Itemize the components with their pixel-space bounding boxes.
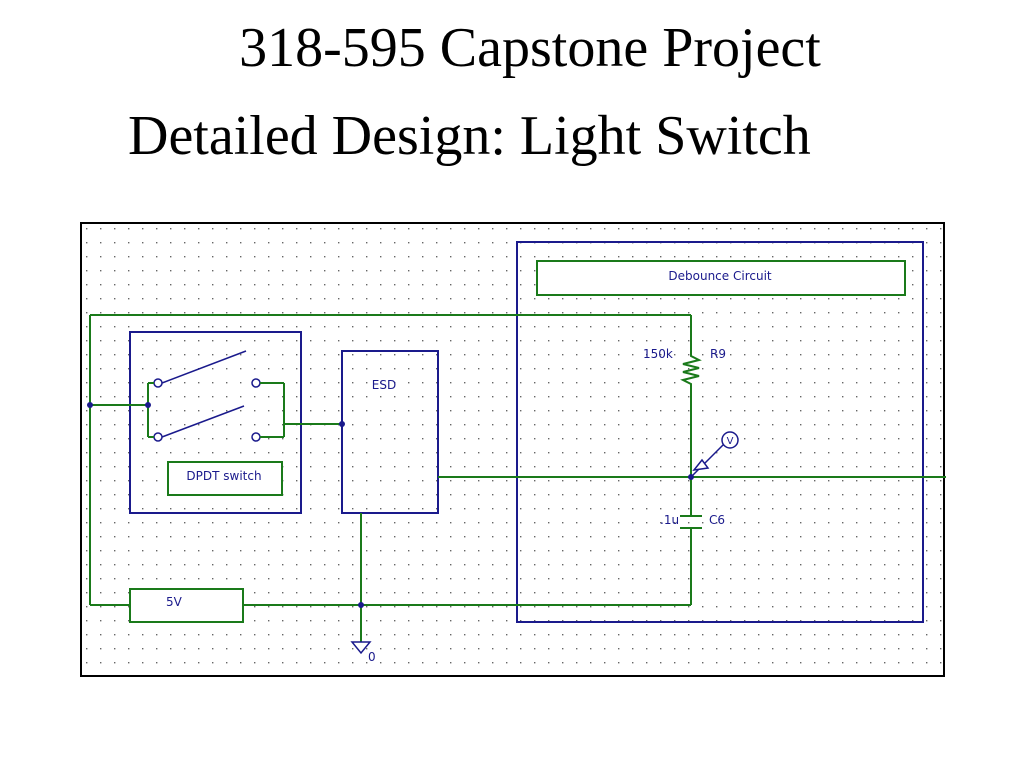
debounce-label: Debounce Circuit xyxy=(668,269,772,283)
capacitor-value: .1u xyxy=(660,513,679,527)
junction-dot xyxy=(145,402,151,408)
junction-dot xyxy=(358,602,364,608)
ground-icon xyxy=(350,641,372,655)
resistor-ref: R9 xyxy=(710,347,726,361)
ground-label: 0 xyxy=(368,650,376,664)
debounce-label-box xyxy=(536,260,906,296)
switch-contact-b2 xyxy=(251,432,261,442)
source-5v-box xyxy=(129,588,244,623)
source-label: 5V xyxy=(166,595,183,609)
switch-contact-a2 xyxy=(251,378,261,388)
probe-label: V xyxy=(727,436,734,447)
junction-dot xyxy=(339,421,345,427)
switch-contact-a1 xyxy=(153,378,163,388)
slide-title: 318-595 Capstone Project xyxy=(239,17,821,79)
probe-icon xyxy=(721,431,739,449)
capacitor-ref: C6 xyxy=(709,513,725,527)
slide-subtitle: Detailed Design: Light Switch xyxy=(128,105,811,167)
dpdt-switch-outline xyxy=(129,331,302,514)
resistor-r9 xyxy=(680,348,702,388)
debounce-block-outline xyxy=(516,241,924,623)
dpdt-label: DPDT switch xyxy=(186,469,261,483)
esd-label: ESD xyxy=(372,378,396,392)
switch-contact-b1 xyxy=(153,432,163,442)
probe-marker xyxy=(692,458,710,472)
resistor-value: 150k xyxy=(643,347,673,361)
esd-block xyxy=(341,350,439,514)
probe-lead xyxy=(690,443,725,478)
switch-blade-a xyxy=(161,350,247,384)
junction-dot xyxy=(87,402,93,408)
dpdt-label-box xyxy=(167,461,283,496)
switch-blade-b xyxy=(161,405,245,438)
